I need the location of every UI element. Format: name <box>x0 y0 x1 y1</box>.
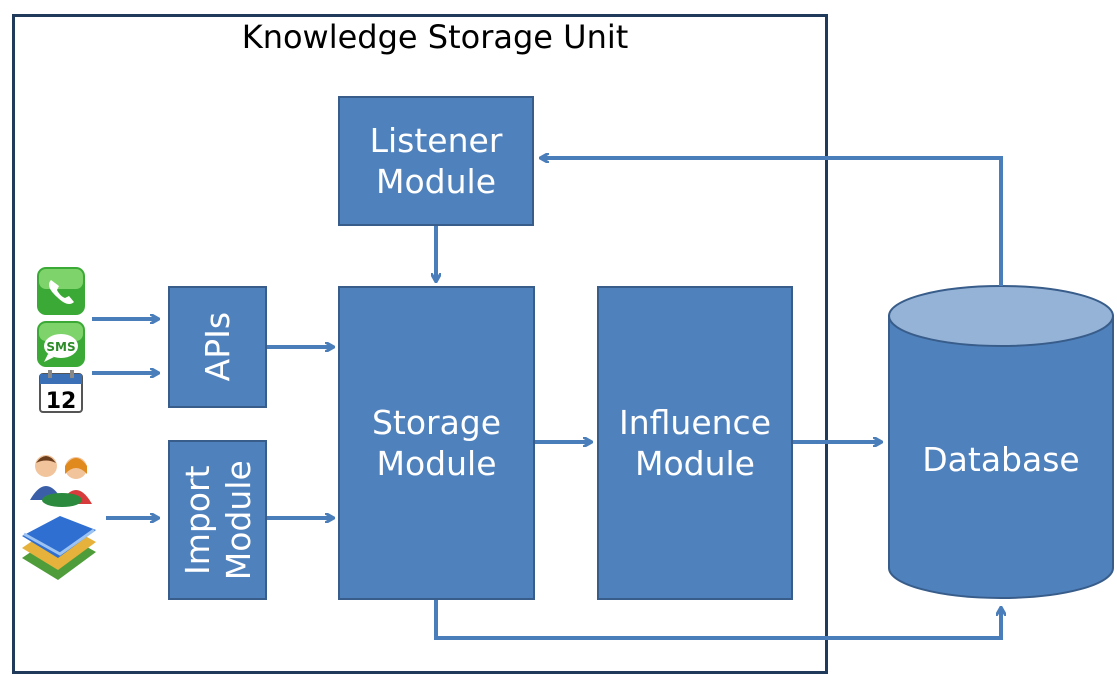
listener-module: Listener Module <box>338 96 534 226</box>
storage-module-label: Storage Module <box>371 402 502 483</box>
unit-title: Knowledge Storage Unit <box>241 18 629 56</box>
import-module: Import Module <box>168 440 267 600</box>
storage-module: Storage Module <box>338 286 535 600</box>
connector-layer <box>92 0 1114 640</box>
apis-box: APIs <box>168 286 267 408</box>
calendar-icon: 12 <box>38 370 84 414</box>
arrow-database-to-listener <box>541 158 1003 286</box>
import-module-label: Import Module <box>177 460 258 580</box>
people-icon <box>26 450 100 512</box>
apis-label: APIs <box>197 312 237 382</box>
influence-module-label: Influence Module <box>618 402 771 483</box>
influence-module: Influence Module <box>597 286 793 600</box>
sms-icon: SMS <box>36 320 86 368</box>
database-label: Database <box>922 440 1080 479</box>
phone-icon <box>36 266 86 316</box>
arrow-storage-to-database <box>434 600 1001 640</box>
sms-icon-text: SMS <box>46 340 75 354</box>
database-cylinder <box>888 285 1114 599</box>
calendar-icon-day: 12 <box>46 389 77 414</box>
listener-module-label: Listener Module <box>369 120 503 201</box>
books-icon <box>18 514 100 584</box>
